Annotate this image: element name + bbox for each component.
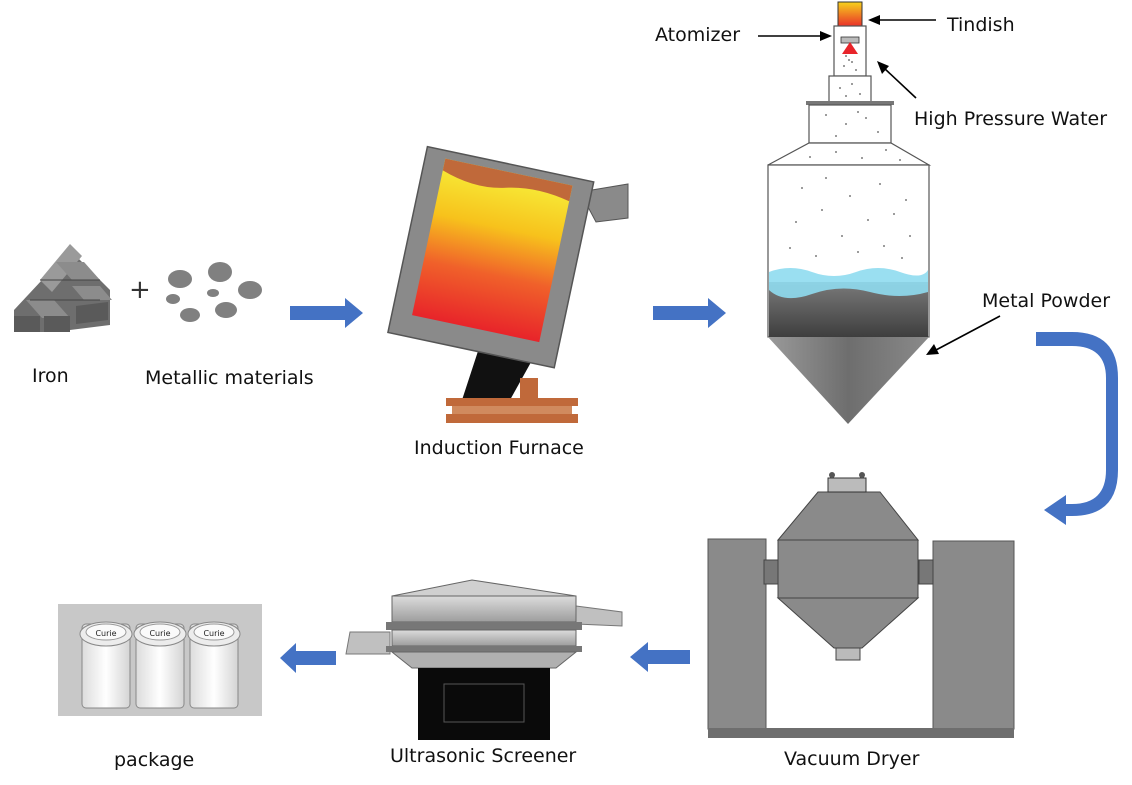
- iron-ingots-icon: [14, 244, 112, 332]
- label-metal-powder: Metal Powder: [982, 290, 1110, 312]
- label-ultrasonic-screener: Ultrasonic Screener: [390, 745, 577, 767]
- label-package: package: [114, 749, 195, 771]
- flow-arrow-1: [290, 298, 363, 328]
- package-icon: Curie Curie Curie: [58, 604, 262, 716]
- annotation-arrows: [758, 15, 1001, 355]
- induction-furnace-icon: [387, 145, 629, 423]
- jar-label: Curie: [95, 629, 116, 638]
- flow-arrow-4: [280, 643, 336, 673]
- label-high-pressure-water: High Pressure Water: [914, 108, 1108, 130]
- flow-arrow-3: [630, 642, 690, 672]
- label-atomizer: Atomizer: [655, 24, 740, 46]
- jar-label: Curie: [149, 629, 170, 638]
- label-tindish: Tindish: [947, 14, 1015, 36]
- jar-label: Curie: [203, 629, 224, 638]
- label-metallic-materials: Metallic materials: [145, 367, 314, 389]
- atomization-tower-icon: [767, 1, 932, 424]
- metallic-materials-icon: [166, 262, 262, 322]
- ultrasonic-screener-icon: [345, 579, 623, 740]
- flow-arrow-2: [653, 298, 726, 328]
- label-iron: Iron: [32, 365, 69, 387]
- plus-sign: +: [129, 275, 151, 305]
- label-induction-furnace: Induction Furnace: [414, 437, 584, 459]
- flow-arrow-curved: [1036, 332, 1118, 525]
- label-vacuum-dryer: Vacuum Dryer: [784, 748, 920, 770]
- vacuum-dryer-icon: [707, 472, 1015, 738]
